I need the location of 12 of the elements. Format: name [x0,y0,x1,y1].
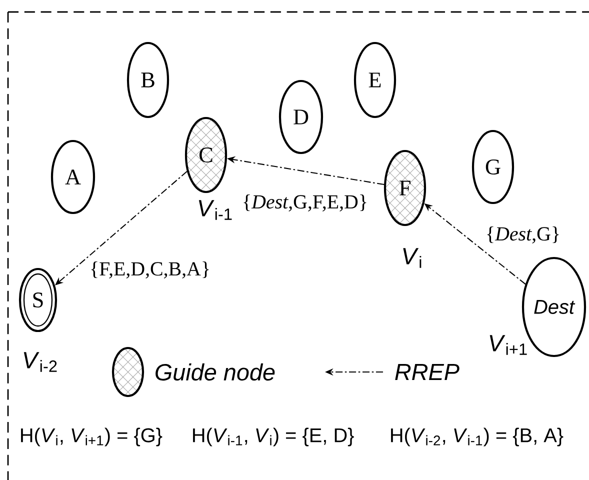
edge-label: {Dest,G} [484,225,562,245]
node-label: V$_{i}$ [403,248,422,268]
legend-label: Guide node [156,363,275,381]
formula-label: H(V$_{i}$, V$_{i+1}$) = {G} [21,428,162,446]
edge-label: {F,E,D,C,B,A} [88,260,212,280]
node-label: V$_{i-1}$ [198,200,232,220]
node-label: V$_{i-2}$ [24,352,57,372]
node-label: V$_{i+1}$ [490,335,527,355]
legend-label: RREP [395,364,460,380]
formula-label: H(V$_{i-2}$, V$_{i-1}$) = {B, A} [391,428,564,446]
edge-label: {Dest,G,F,E,D} [240,193,370,213]
formula-label: H(V$_{i-1}$, V$_{i}$) = {E, D} [193,428,354,446]
